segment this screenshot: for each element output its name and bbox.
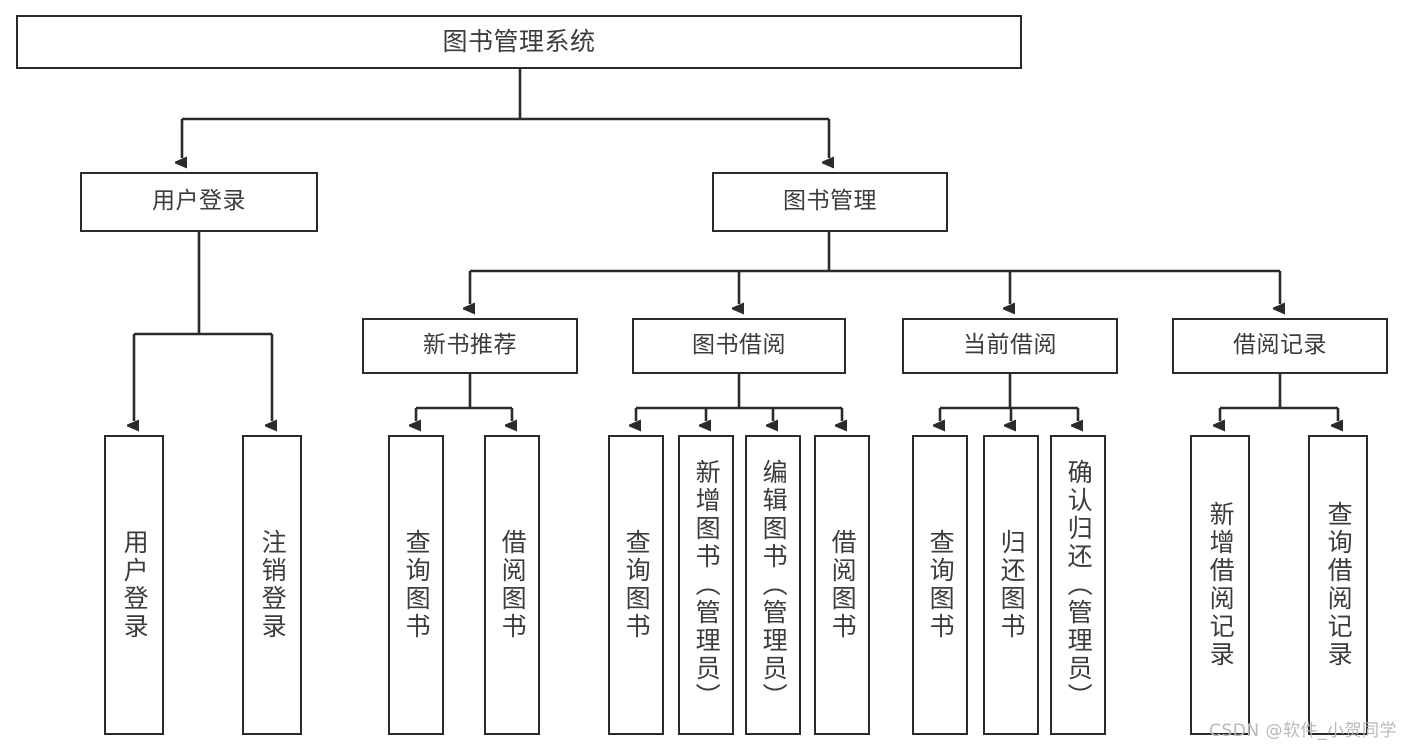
- node-leaf-confirm-return[interactable]: 确认归还（管理员）: [1050, 435, 1106, 735]
- node-leaf-edit-book-label: 编辑图书（管理员）: [759, 459, 789, 711]
- node-current-borrow[interactable]: 当前借阅: [902, 318, 1118, 374]
- node-book-manage-label: 图书管理: [783, 188, 877, 215]
- node-leaf-return-book-label: 归还图书: [997, 529, 1027, 641]
- node-root[interactable]: 图书管理系统: [16, 15, 1022, 69]
- node-leaf-add-book-label: 新增图书（管理员）: [692, 459, 722, 711]
- node-borrow-record[interactable]: 借阅记录: [1172, 318, 1388, 374]
- node-new-book-recommend[interactable]: 新书推荐: [362, 318, 578, 374]
- node-borrow-record-label: 借阅记录: [1233, 332, 1327, 359]
- node-leaf-user-login-label: 用户登录: [120, 529, 150, 641]
- node-leaf-add-record-label: 新增借阅记录: [1206, 501, 1236, 669]
- node-leaf-logout-label: 注销登录: [258, 529, 288, 641]
- node-book-manage[interactable]: 图书管理: [712, 172, 948, 232]
- node-leaf-return-book[interactable]: 归还图书: [983, 435, 1039, 735]
- node-leaf-logout[interactable]: 注销登录: [242, 435, 302, 735]
- node-leaf-query-book-3-label: 查询图书: [926, 529, 956, 641]
- node-user-login-label: 用户登录: [152, 188, 246, 215]
- node-book-borrow[interactable]: 图书借阅: [632, 318, 846, 374]
- node-current-borrow-label: 当前借阅: [963, 332, 1057, 359]
- node-leaf-add-book[interactable]: 新增图书（管理员）: [678, 435, 734, 735]
- node-leaf-query-book-2-label: 查询图书: [622, 529, 652, 641]
- node-leaf-borrow-book-1[interactable]: 借阅图书: [484, 435, 540, 735]
- node-book-borrow-label: 图书借阅: [692, 332, 786, 359]
- node-root-label: 图书管理系统: [442, 27, 596, 57]
- node-leaf-query-record-label: 查询借阅记录: [1324, 501, 1354, 669]
- node-new-book-recommend-label: 新书推荐: [423, 332, 517, 359]
- node-leaf-user-login[interactable]: 用户登录: [104, 435, 164, 735]
- node-leaf-add-record[interactable]: 新增借阅记录: [1190, 435, 1250, 735]
- node-leaf-borrow-book-2[interactable]: 借阅图书: [814, 435, 870, 735]
- node-leaf-query-record[interactable]: 查询借阅记录: [1308, 435, 1368, 735]
- node-leaf-confirm-return-label: 确认归还（管理员）: [1064, 459, 1094, 711]
- node-user-login[interactable]: 用户登录: [80, 172, 318, 232]
- watermark: CSDN @软件_小贺同学: [1209, 721, 1397, 741]
- node-leaf-query-book-3[interactable]: 查询图书: [912, 435, 968, 735]
- node-leaf-edit-book[interactable]: 编辑图书（管理员）: [745, 435, 801, 735]
- node-leaf-borrow-book-1-label: 借阅图书: [498, 529, 528, 641]
- node-leaf-query-book-1[interactable]: 查询图书: [388, 435, 444, 735]
- node-leaf-query-book-2[interactable]: 查询图书: [608, 435, 664, 735]
- node-leaf-borrow-book-2-label: 借阅图书: [828, 529, 858, 641]
- node-leaf-query-book-1-label: 查询图书: [402, 529, 432, 641]
